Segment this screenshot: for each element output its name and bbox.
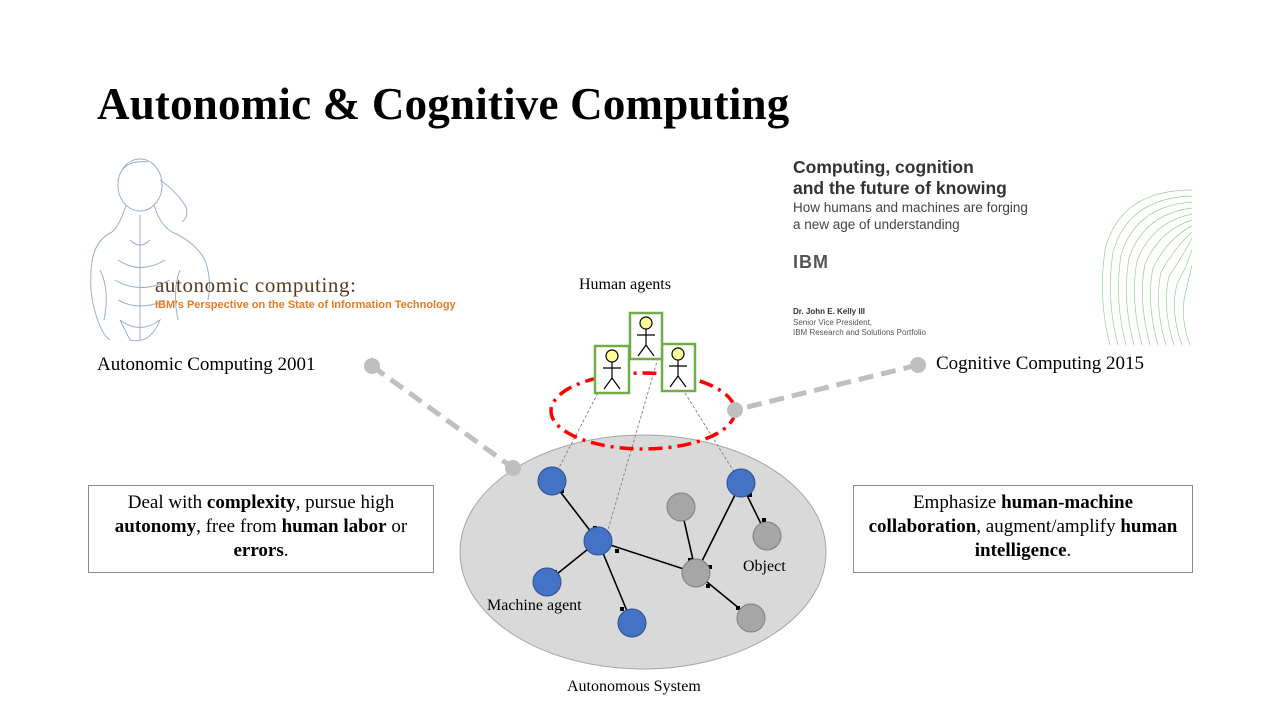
object-nodes — [666, 492, 782, 633]
cognitive-description-text: Emphasize — [912, 492, 1002, 513]
report-title: Computing, cognition and the future of k… — [793, 157, 1007, 199]
autonomic-description-text: or — [386, 516, 408, 537]
object-node — [681, 558, 711, 588]
report-title-line: and the future of knowing — [793, 178, 1007, 198]
autonomic-description-text: . — [283, 540, 289, 561]
object-node — [666, 492, 696, 522]
human-agents-label: Human agents — [579, 276, 671, 293]
autonomic-description-emphasis: autonomy — [114, 516, 197, 537]
cognitive-description-emphasis: human intelligence — [974, 516, 1178, 561]
cognitive-description-text: . — [1066, 540, 1072, 561]
machine-agent-node — [532, 567, 562, 597]
machine-agent-node — [537, 466, 567, 496]
anatomy-sketch-icon — [90, 158, 210, 342]
cognitive-caption: Cognitive Computing 2015 — [936, 353, 1144, 374]
autonomic-description-text: , pursue high — [295, 492, 395, 513]
object-node — [736, 603, 766, 633]
machine-agent-node — [617, 608, 647, 638]
connector-left — [364, 358, 521, 476]
human-agent-figure — [593, 344, 631, 395]
machine-agents — [532, 466, 756, 638]
object-label: Object — [743, 558, 786, 575]
cognitive-description-text: , augment/amplify — [976, 516, 1121, 537]
autonomic-logo-title: autonomic computing: — [155, 273, 357, 297]
machine-agent-label: Machine agent — [487, 597, 582, 614]
human-to-system-links — [551, 357, 742, 541]
autonomic-description-box: Deal with complexity, pursue high autono… — [88, 485, 434, 573]
report-brand: IBM — [793, 252, 829, 272]
object-node — [752, 521, 782, 551]
machine-agent-node — [726, 468, 756, 498]
report-title-line: Computing, cognition — [793, 157, 974, 177]
cognitive-description-box: Emphasize human-machine collaboration, a… — [853, 485, 1193, 573]
report-author-role-line: Senior Vice President, — [793, 318, 873, 327]
autonomic-logo-subtitle: IBM's Perspective on the State of Inform… — [155, 299, 456, 311]
connector-right — [727, 357, 926, 418]
autonomic-caption: Autonomic Computing 2001 — [97, 354, 316, 375]
slide-title: Autonomic & Cognitive Computing — [97, 79, 790, 129]
human-agent-figure — [628, 311, 664, 361]
cognitive-description-emphasis: human-machine collaboration — [868, 492, 1134, 537]
report-author-role: Senior Vice President, IBM Research and … — [793, 318, 926, 338]
report-author: Dr. John E. Kelly III — [793, 307, 866, 316]
report-subtitle-line: How humans and machines are forging — [793, 200, 1028, 215]
autonomic-description-emphasis: complexity — [206, 492, 296, 513]
autonomic-description-text: , free from — [196, 516, 282, 537]
report-subtitle: How humans and machines are forging a ne… — [793, 199, 1028, 233]
report-author-role-line: IBM Research and Solutions Portfolio — [793, 328, 926, 337]
report-subtitle-line: a new age of understanding — [793, 217, 960, 232]
autonomous-system-label: Autonomous System — [567, 678, 701, 695]
autonomic-description-emphasis: human labor — [281, 516, 387, 537]
human-agent-figure — [660, 342, 697, 393]
machine-agent-node — [583, 526, 613, 556]
autonomic-description-emphasis: errors — [233, 540, 284, 561]
autonomic-description-text: Deal with — [127, 492, 207, 513]
wave-lines-icon — [1102, 189, 1193, 346]
